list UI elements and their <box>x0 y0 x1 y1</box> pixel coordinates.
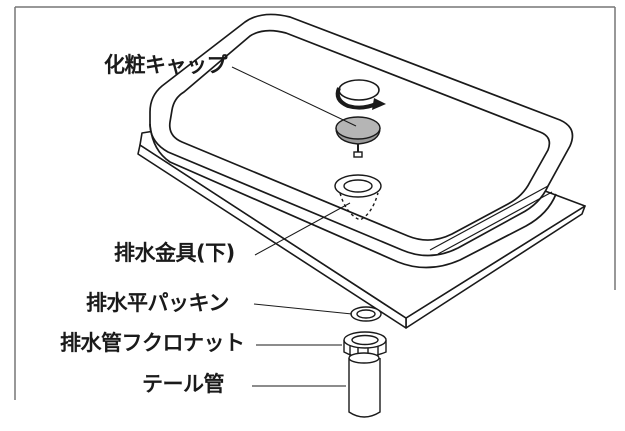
cosmetic-cap <box>335 116 381 158</box>
label-drain-fitting-lower: 排水金具(下) <box>114 241 235 265</box>
label-drain-flat-packing: 排水平パッキン <box>86 291 229 315</box>
leader-drain-fitting <box>254 202 351 256</box>
leader-flat-packing <box>253 303 353 315</box>
rotate-arrow-icon <box>335 79 386 110</box>
drain-hole <box>334 174 382 221</box>
flat-packing <box>350 306 382 322</box>
pipe-nut <box>343 331 387 359</box>
label-cosmetic-cap: 化粧キャップ <box>104 53 228 77</box>
leader-lines <box>231 66 357 387</box>
leader-cosmetic-cap <box>231 66 357 127</box>
label-drain-pipe-nut: 排水管フクロナット <box>60 331 245 355</box>
label-tail-pipe: テール管 <box>142 372 225 396</box>
tail-pipe <box>348 352 381 418</box>
